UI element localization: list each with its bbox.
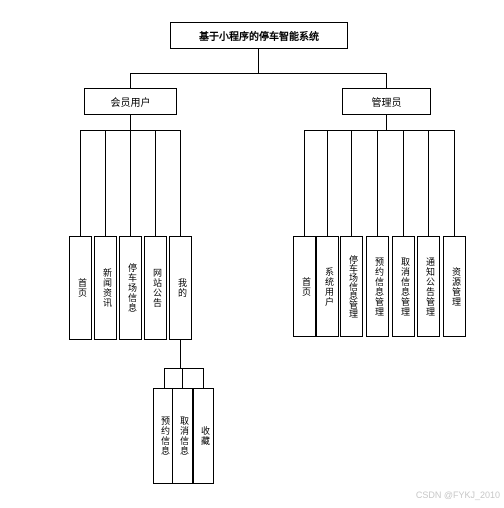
member-node-announcement-label: 网站公告 <box>151 268 161 308</box>
admin-node-notice-mgmt: 通知公告管理 <box>417 236 440 337</box>
admin-node-reservation-mgmt: 预约信息管理 <box>366 236 389 337</box>
admin-node-parking-info-mgmt: 停车场信息管理 <box>340 236 363 337</box>
admin-node-system-users-label: 系统用户 <box>323 266 333 307</box>
watermark: CSDN @FYKJ_2010 <box>415 490 500 500</box>
member-node-parking-info: 停车场信息 <box>119 236 142 340</box>
admin-node-home-label: 首页 <box>300 276 310 297</box>
member-node-news: 新闻资讯 <box>94 236 117 340</box>
mine-sub-cancel-label: 取消信息 <box>178 416 188 456</box>
admin-node-home: 首页 <box>293 236 316 337</box>
admin-node-parking-info-mgmt-label: 停车场信息管理 <box>347 255 357 318</box>
mine-sub-favorites: 收藏 <box>193 388 214 484</box>
member-node-announcement: 网站公告 <box>144 236 167 340</box>
admin-node-cancel-mgmt: 取消信息管理 <box>392 236 415 337</box>
member-node-news-label: 新闻资讯 <box>101 268 111 308</box>
member-user-label: 会员用户 <box>110 98 151 109</box>
admin-node-system-users: 系统用户 <box>316 236 339 337</box>
system-title-text: 基于小程序的停车智能系统 <box>199 32 319 43</box>
member-node-mine-label: 我的 <box>176 278 186 298</box>
admin-node-resource-mgmt: 资源管理 <box>443 236 466 337</box>
member-node-home: 首页 <box>69 236 92 340</box>
system-title: 基于小程序的停车智能系统 <box>170 22 348 49</box>
member-node-mine: 我的 <box>169 236 192 340</box>
mine-sub-reservation-label: 预约信息 <box>159 416 169 456</box>
mine-sub-favorites-label: 收藏 <box>199 426 209 446</box>
admin-node-notice-mgmt-label: 通知公告管理 <box>424 256 434 317</box>
admin-node-resource-mgmt-label: 资源管理 <box>450 266 460 307</box>
admin-label: 管理员 <box>371 98 402 109</box>
member-node-home-label: 首页 <box>76 278 86 298</box>
member-user-node: 会员用户 <box>84 88 177 115</box>
member-node-parking-info-label: 停车场信息 <box>126 263 136 313</box>
admin-node: 管理员 <box>342 88 431 115</box>
mine-sub-cancel: 取消信息 <box>172 388 193 484</box>
mine-sub-reservation: 预约信息 <box>153 388 174 484</box>
admin-node-reservation-mgmt-label: 预约信息管理 <box>373 256 383 317</box>
admin-node-cancel-mgmt-label: 取消信息管理 <box>399 256 409 317</box>
